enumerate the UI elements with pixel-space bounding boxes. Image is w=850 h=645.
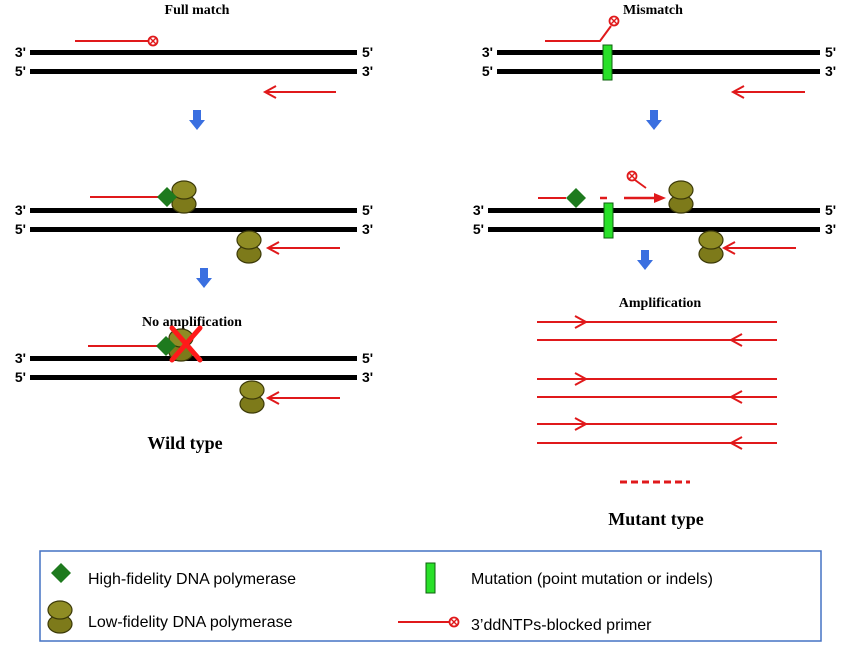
low-fidelity-polymerase-icon xyxy=(239,380,265,414)
mismatch-title: Mismatch xyxy=(623,3,683,18)
amplicon-reverse xyxy=(537,333,777,347)
strand-label-3prime: 3' xyxy=(482,44,493,60)
wild-type-panel: Full match 3' 5' 5' 3' 3' 5' 5' xyxy=(15,3,373,453)
low-fidelity-polymerase-icon xyxy=(236,230,262,264)
red-line-blocked-circle-icon xyxy=(398,616,460,628)
strand-label-3prime: 3' xyxy=(825,63,836,79)
step-arrow-icon xyxy=(196,268,212,288)
dna-strand-bottom xyxy=(497,69,820,74)
amplification-label: Amplification xyxy=(619,296,702,311)
green-diamond-icon xyxy=(51,563,71,583)
strand-label-5prime: 5' xyxy=(362,202,373,218)
strand-label-5prime: 5' xyxy=(825,202,836,218)
low-fidelity-polymerase-icon xyxy=(698,230,724,264)
wild-type-caption: Wild type xyxy=(147,433,222,453)
dna-strand-bottom xyxy=(488,227,820,232)
amplicon-forward xyxy=(537,315,777,329)
primer-arrow-left xyxy=(730,85,805,99)
mutant-step2: 3' 5' 5' 3' xyxy=(473,170,836,264)
dna-strand-top xyxy=(497,50,820,55)
strand-label-3prime: 3' xyxy=(362,369,373,385)
primer-arrow-left xyxy=(721,241,796,255)
low-fidelity-polymerase-icon xyxy=(668,180,694,214)
green-bar-icon xyxy=(425,562,436,594)
amplicon-forward xyxy=(537,417,777,431)
step-arrow-icon xyxy=(646,110,662,130)
wild-step3: No amplification 3' 5' 5' 3' xyxy=(15,315,373,414)
high-fidelity-polymerase-icon xyxy=(566,188,586,208)
dna-strand-bottom xyxy=(30,69,357,74)
wild-step1: 3' 5' 5' 3' xyxy=(15,35,373,99)
strand-label-3prime: 3' xyxy=(15,202,26,218)
strand-label-5prime: 5' xyxy=(482,63,493,79)
strand-label-3prime: 3' xyxy=(473,202,484,218)
high-fidelity-polymerase-icon xyxy=(156,336,176,356)
dna-strand-bottom xyxy=(30,375,357,380)
legend-mutation-label: Mutation (point mutation or indels) xyxy=(471,571,713,588)
amplicon-reverse xyxy=(537,436,777,450)
high-fidelity-polymerase-icon xyxy=(157,187,177,207)
extension-dashed-arrow xyxy=(600,193,666,203)
primer-arrow-left xyxy=(265,391,340,405)
blocked-primer-icon xyxy=(75,35,159,47)
primer-arrow-left xyxy=(265,241,340,255)
mutation-icon xyxy=(602,44,613,81)
strand-label-5prime: 5' xyxy=(15,63,26,79)
strand-label-3prime: 3' xyxy=(825,221,836,237)
strand-label-5prime: 5' xyxy=(15,221,26,237)
amplicon-forward xyxy=(537,372,777,386)
full-match-title: Full match xyxy=(165,3,230,18)
dna-strand-bottom xyxy=(30,227,357,232)
strand-label-3prime: 3' xyxy=(15,350,26,366)
step-arrow-icon xyxy=(189,110,205,130)
mutant-type-caption: Mutant type xyxy=(608,509,704,529)
mutant-step3: Amplification xyxy=(537,296,777,484)
legend: High-fidelity DNA polymerase Low-fidelit… xyxy=(39,550,822,642)
no-amplification-label: No amplification xyxy=(142,315,242,330)
dna-strand-top xyxy=(30,356,357,361)
amplicon-reverse xyxy=(537,390,777,404)
strand-label-3prime: 3' xyxy=(15,44,26,60)
strand-label-3prime: 3' xyxy=(362,221,373,237)
strand-label-3prime: 3' xyxy=(362,63,373,79)
strand-label-5prime: 5' xyxy=(362,350,373,366)
dna-strand-top xyxy=(488,208,820,213)
dna-strand-top xyxy=(30,50,357,55)
strand-label-5prime: 5' xyxy=(362,44,373,60)
strand-label-5prime: 5' xyxy=(473,221,484,237)
red-x-icon xyxy=(169,325,203,363)
strand-label-5prime: 5' xyxy=(15,369,26,385)
mutant-step1: 3' 5' 5' 3' xyxy=(482,15,836,99)
released-blocker-icon xyxy=(626,170,647,189)
wild-step2: 3' 5' 5' 3' xyxy=(15,180,373,264)
blocked-primer-icon xyxy=(545,15,620,42)
primer-arrow-left xyxy=(262,85,336,99)
mutant-type-panel: Mismatch 3' 5' 5' 3' 3' 5' xyxy=(473,3,836,529)
mutation-icon xyxy=(603,202,614,239)
step-arrow-icon xyxy=(637,250,653,270)
legend-blocked-primer-label: 3’ddNTPs-blocked primer xyxy=(471,617,652,634)
dna-strand-top xyxy=(30,208,357,213)
legend-low-fidelity-label: Low-fidelity DNA polymerase xyxy=(88,614,293,631)
legend-high-fidelity-label: High-fidelity DNA polymerase xyxy=(88,571,296,588)
strand-label-5prime: 5' xyxy=(825,44,836,60)
olive-double-oval-icon xyxy=(47,600,73,634)
